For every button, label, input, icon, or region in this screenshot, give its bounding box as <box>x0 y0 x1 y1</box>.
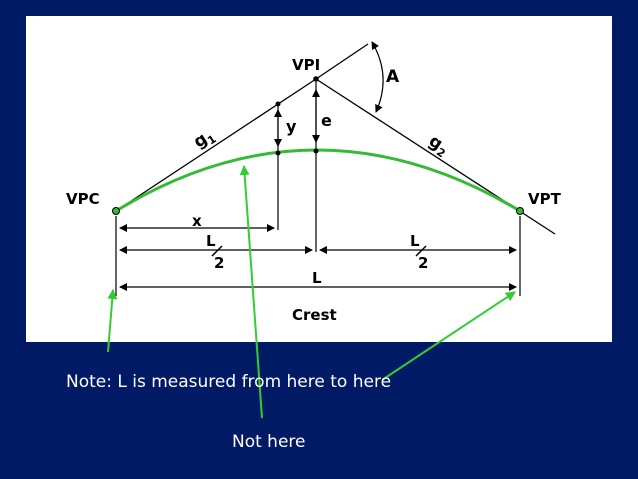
point-vpi <box>313 76 319 82</box>
pointer-vpt <box>381 291 516 381</box>
frac-bar-left <box>211 245 223 257</box>
pointer-vpc <box>107 289 118 353</box>
point-e-bottom <box>313 148 319 154</box>
label-half-l-left-num: L <box>206 232 216 250</box>
pointer-not-here <box>239 165 263 419</box>
label-e: e <box>321 111 332 130</box>
label-vpc: VPC <box>66 190 100 208</box>
point-vpt <box>516 207 524 215</box>
label-angle: A <box>386 67 400 87</box>
tangent-extension <box>315 43 369 80</box>
label-half-l-left-den: 2 <box>214 254 224 272</box>
frac-bar-right <box>415 245 427 257</box>
label-y: y <box>286 117 297 136</box>
label-l: L <box>312 269 322 287</box>
note-caption: Note: L is measured from here to here <box>66 372 392 392</box>
label-vpt: VPT <box>528 190 562 208</box>
point-y-bottom <box>275 150 281 156</box>
angle-arc <box>371 41 384 113</box>
point-vpc <box>112 207 120 215</box>
label-vpi: VPI <box>292 56 320 74</box>
label-half-l-right-num: L <box>410 232 420 250</box>
tangent-g1 <box>115 78 317 212</box>
label-x: x <box>192 212 202 230</box>
point-y-top <box>275 101 281 107</box>
label-crest: Crest <box>292 306 337 324</box>
not-here-caption: Not here <box>232 432 306 452</box>
label-half-l-right-den: 2 <box>418 254 428 272</box>
